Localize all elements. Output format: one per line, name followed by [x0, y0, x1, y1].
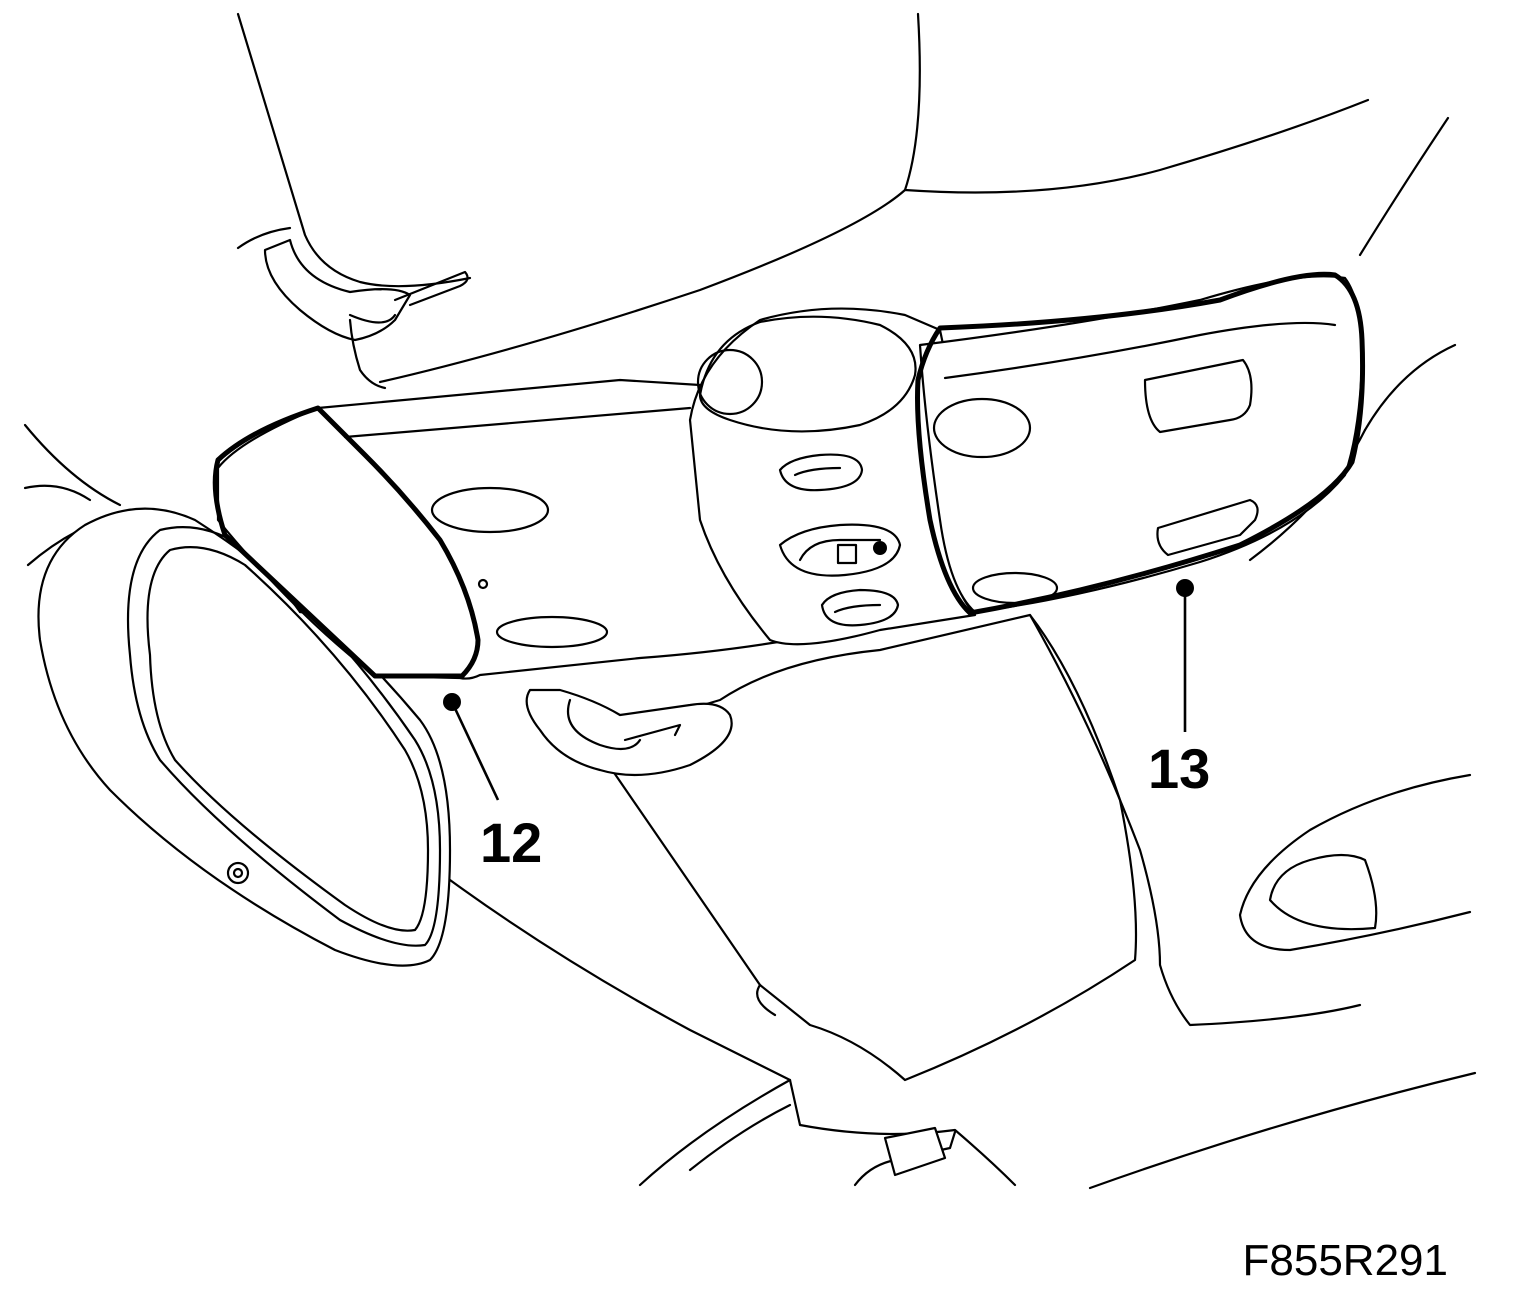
figure-id: F855R291 [1243, 1236, 1448, 1285]
front-module-outline [212, 405, 481, 679]
rear-module [918, 275, 1364, 614]
switch-panel [688, 307, 977, 646]
console-bracket [448, 613, 1477, 1190]
rear-module-outline [915, 271, 1366, 616]
leader-13 [1176, 579, 1194, 732]
callout-13: 13 [1148, 737, 1210, 800]
front-module [216, 378, 792, 777]
leader-12 [443, 693, 500, 801]
callout-12: 12 [480, 811, 542, 874]
grab-handle [1238, 773, 1472, 952]
sun-visor-clip [236, 226, 469, 390]
